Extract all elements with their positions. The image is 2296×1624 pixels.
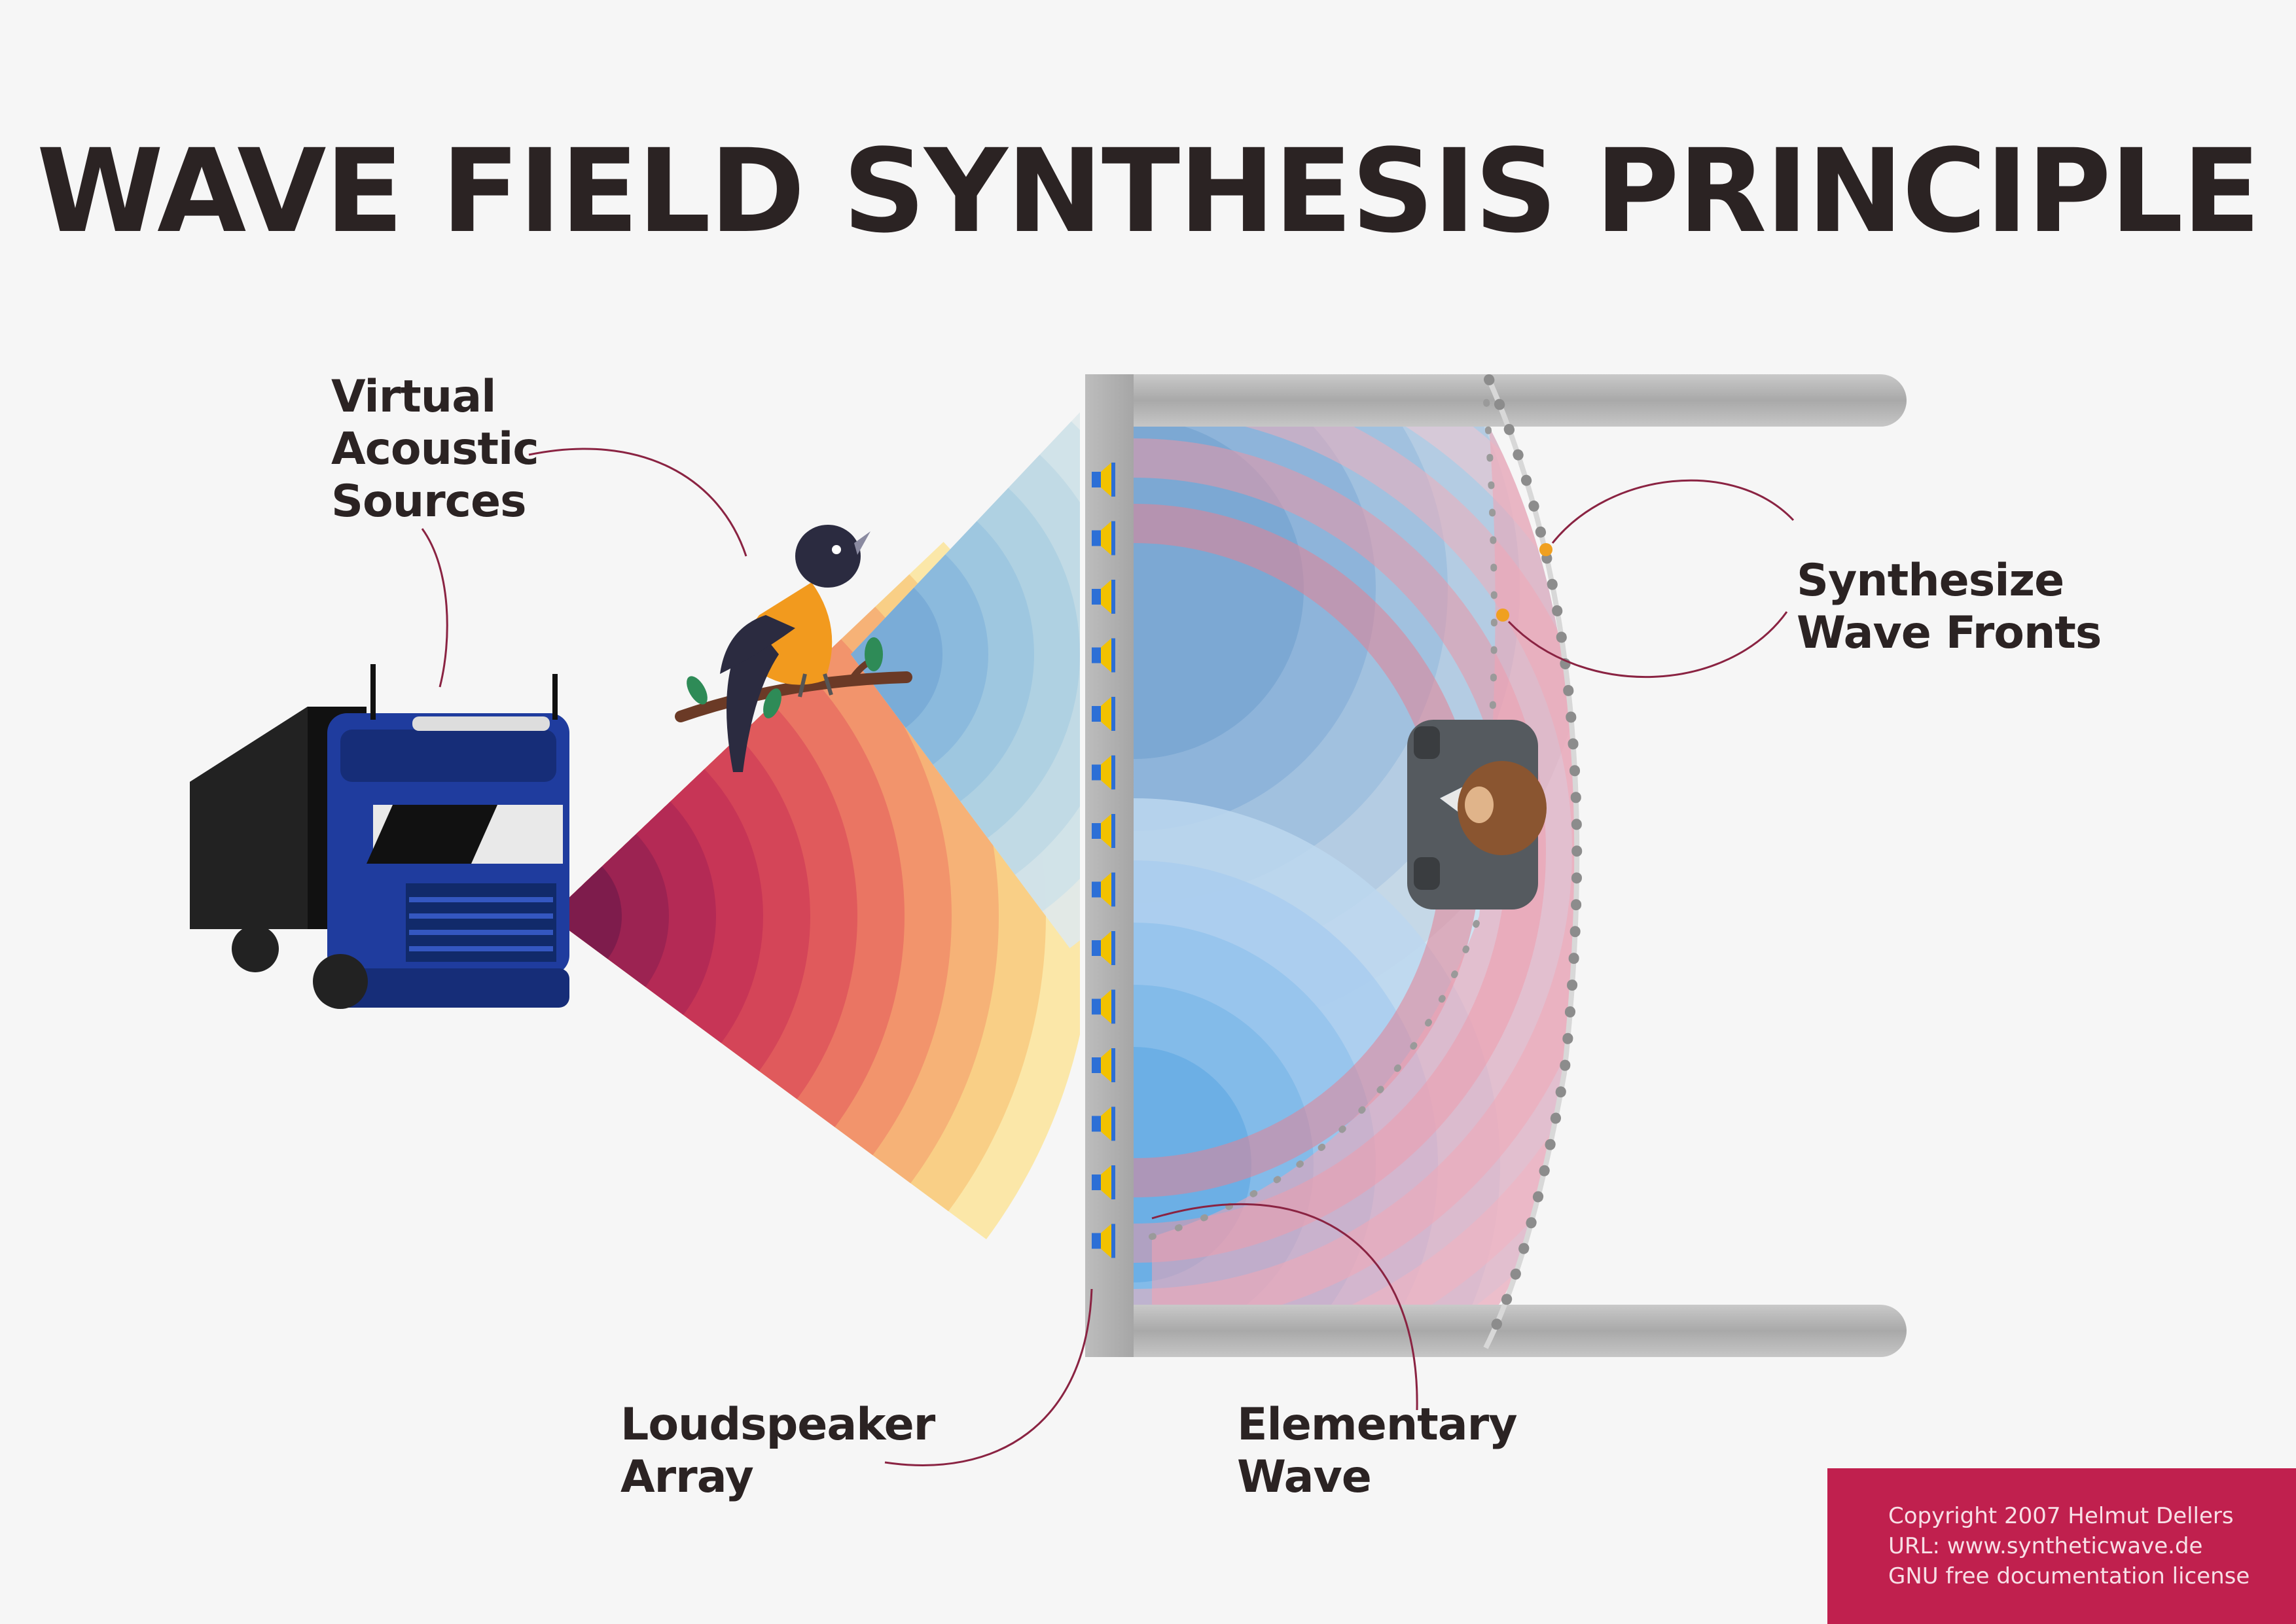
loudspeaker-icon [1092, 463, 1115, 497]
loudspeaker-array [1092, 463, 1115, 1258]
wave-ring [851, 563, 942, 746]
loudspeaker-icon [1092, 989, 1115, 1024]
wavefront-marker [1539, 543, 1552, 556]
loudspeaker-icon [1092, 1224, 1115, 1258]
callout-virtual-to-bird [528, 448, 747, 557]
loudspeaker-icon [1092, 1165, 1115, 1199]
label-synthesize-wave-fronts: Synthesize Wave Fronts [1797, 555, 2102, 660]
copyright-box: Copyright 2007 Helmut Dellers URL: www.s… [1827, 1468, 2296, 1624]
elementary-waves [1134, 427, 1850, 1305]
bird-icon [675, 525, 912, 772]
synthesized-wavefront-outer [1480, 374, 1583, 1353]
callout-elementary [1151, 1203, 1418, 1411]
wave-ring [851, 517, 988, 792]
label-elementary-wave: Elementary Wave [1237, 1399, 1518, 1504]
truck-icon [190, 664, 569, 1009]
label-loudspeaker-array: Loudspeaker Array [620, 1399, 935, 1504]
callout-virtual-to-truck [421, 528, 448, 688]
loudspeaker-icon [1092, 521, 1115, 556]
wavefront-marker [1496, 609, 1509, 622]
label-line: Virtual [331, 371, 496, 423]
label-line: Loudspeaker [620, 1399, 935, 1451]
loudspeaker-icon [1092, 814, 1115, 848]
label-line: Elementary [1237, 1399, 1518, 1451]
loudspeaker-icon [1092, 872, 1115, 907]
label-line: Synthesize [1797, 555, 2064, 607]
loudspeaker-icon [1092, 638, 1115, 673]
callout-synthesize-lower [1507, 611, 1788, 679]
callout-loudspeaker [884, 1288, 1093, 1466]
loudspeaker-icon [1092, 580, 1115, 614]
loudspeaker-icon [1092, 697, 1115, 731]
label-line: Wave Fronts [1797, 607, 2102, 659]
loudspeaker-icon [1092, 1106, 1115, 1141]
label-line: Sources [331, 476, 527, 527]
loudspeaker-icon [1092, 931, 1115, 965]
loudspeaker-icon [1092, 1048, 1115, 1082]
room-outside-mask [1489, 427, 1850, 1305]
bird-wave-cone [851, 412, 1080, 962]
label-line: Array [620, 1451, 754, 1503]
callout-synthesize-upper [1551, 479, 1795, 544]
label-line: Wave [1237, 1451, 1372, 1503]
loudspeaker-wall [1085, 374, 1134, 1357]
synthesized-wavefront-region [1152, 427, 1577, 1305]
copyright-license: GNU free documentation license [1888, 1563, 2250, 1589]
listener-icon [1407, 720, 1547, 909]
loudspeaker-icon [1092, 755, 1115, 790]
copyright-url[interactable]: URL: www.syntheticwave.de [1888, 1533, 2203, 1559]
copyright-line: Copyright 2007 Helmut Dellers [1888, 1503, 2234, 1529]
page-title: WAVE FIELD SYNTHESIS PRINCIPLE [36, 124, 2261, 258]
callout-lines [421, 448, 1795, 1466]
label-virtual-acoustic-sources: Virtual Acoustic Sources [331, 371, 539, 528]
label-line: Acoustic [331, 423, 539, 475]
